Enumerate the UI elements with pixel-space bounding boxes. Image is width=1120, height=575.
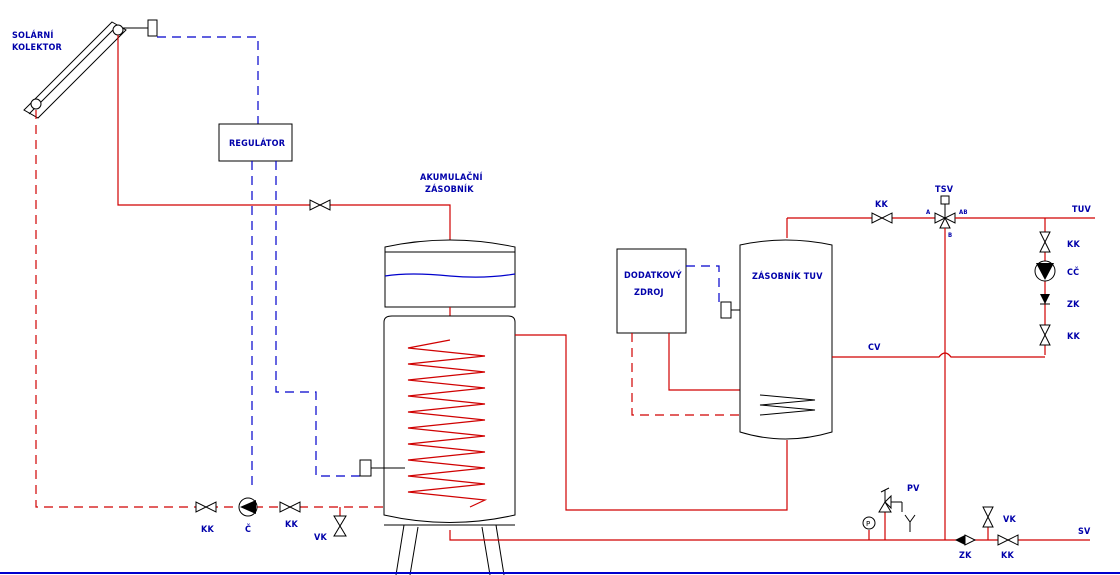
sv-label: SV [1078,527,1091,537]
kk-label-6: KK [1001,551,1014,561]
zk-label-1: ZK [1067,300,1080,310]
aux-supply-pipe [668,333,760,391]
aux-return-pipe [631,333,760,416]
pump-label: Č [245,523,251,535]
tank-bottom-pipe [449,530,1090,541]
check-valve-icon [1040,294,1050,305]
aux-signal-line [686,265,720,303]
kk-label-4: KK [1067,240,1080,250]
pressure-gauge-icon: P [862,516,876,530]
aux-coil [759,394,816,416]
regulator-label: REGULÁTOR [229,137,286,149]
tsv-port-ab-label: AB [959,209,968,216]
kk-valve-left-icon [195,501,217,513]
tank-sensor-icon [359,459,372,477]
collector-inlet-icon [30,98,42,110]
pressure-gauge-label: P [866,520,870,528]
cc-label: CČ [1067,266,1079,278]
kk-label-5: KK [1067,332,1080,342]
tsv-valve-icon [934,195,956,229]
zk-label-2: ZK [959,551,972,561]
kk-valve-circ-bottom-icon [1039,324,1051,346]
tsv-port-b-label: B [948,232,952,239]
cv-label: CV [868,343,881,353]
dhw-tank [739,239,833,440]
solar-supply-pipe [117,35,451,240]
tsv-port-a-label: A [926,209,931,216]
kk-valve-cold-icon [997,534,1019,546]
cv-pipe [832,352,1045,358]
supply-valve-icon [309,199,331,211]
solar-collector-label-2: KOLEKTOR [12,43,63,53]
regulator-box [218,123,293,162]
dhw-sensor-icon [720,301,732,319]
preheat-pipe [515,334,788,511]
expansion-vessel [384,239,516,308]
solar-coil [407,339,488,508]
tuv-label: TUV [1072,205,1091,215]
safety-valve-icon [878,487,903,513]
collector-outlet-sensor-icon [112,24,124,36]
vk-label-1: VK [314,533,327,543]
vk-valve-right-icon [982,506,994,528]
drain-funnel-icon [904,514,916,532]
vk-label-2: VK [1003,515,1016,525]
circulation-pump-icon [1034,260,1056,282]
kk-valve-right-icon [279,501,301,513]
accumulation-tank-label-2: ZÁSOBNÍK [425,183,474,195]
accumulation-tank-label-1: AKUMULAČNÍ [420,171,483,183]
kk-label-3: KK [875,200,888,210]
pv-label: PV [907,484,920,494]
zk-check-valve-icon [955,534,977,546]
tank-sensor-signal-line [275,161,360,477]
collector-sensor-icon [147,19,158,37]
pump-icon [238,497,258,517]
aux-source-label-1: DODATKOVÝ [624,269,682,281]
kk-valve-circ-top-icon [1039,231,1051,253]
solar-return-pipe [35,110,450,508]
kk-valve-top-icon [871,212,893,224]
kk-label-2: KK [285,520,298,530]
aux-source-box [616,248,687,334]
tsv-label: TSV [935,185,954,195]
aux-source-label-2: ZDROJ [634,288,664,298]
drain-valve-icon [333,515,347,537]
kk-label-1: KK [201,525,214,535]
solar-collector [23,21,127,119]
solar-collector-label-1: SOLÁRNÍ [12,29,54,41]
accumulation-tank [383,315,516,523]
collector-signal-line [157,36,259,124]
dhw-tank-label: ZÁSOBNÍK TUV [752,270,823,282]
